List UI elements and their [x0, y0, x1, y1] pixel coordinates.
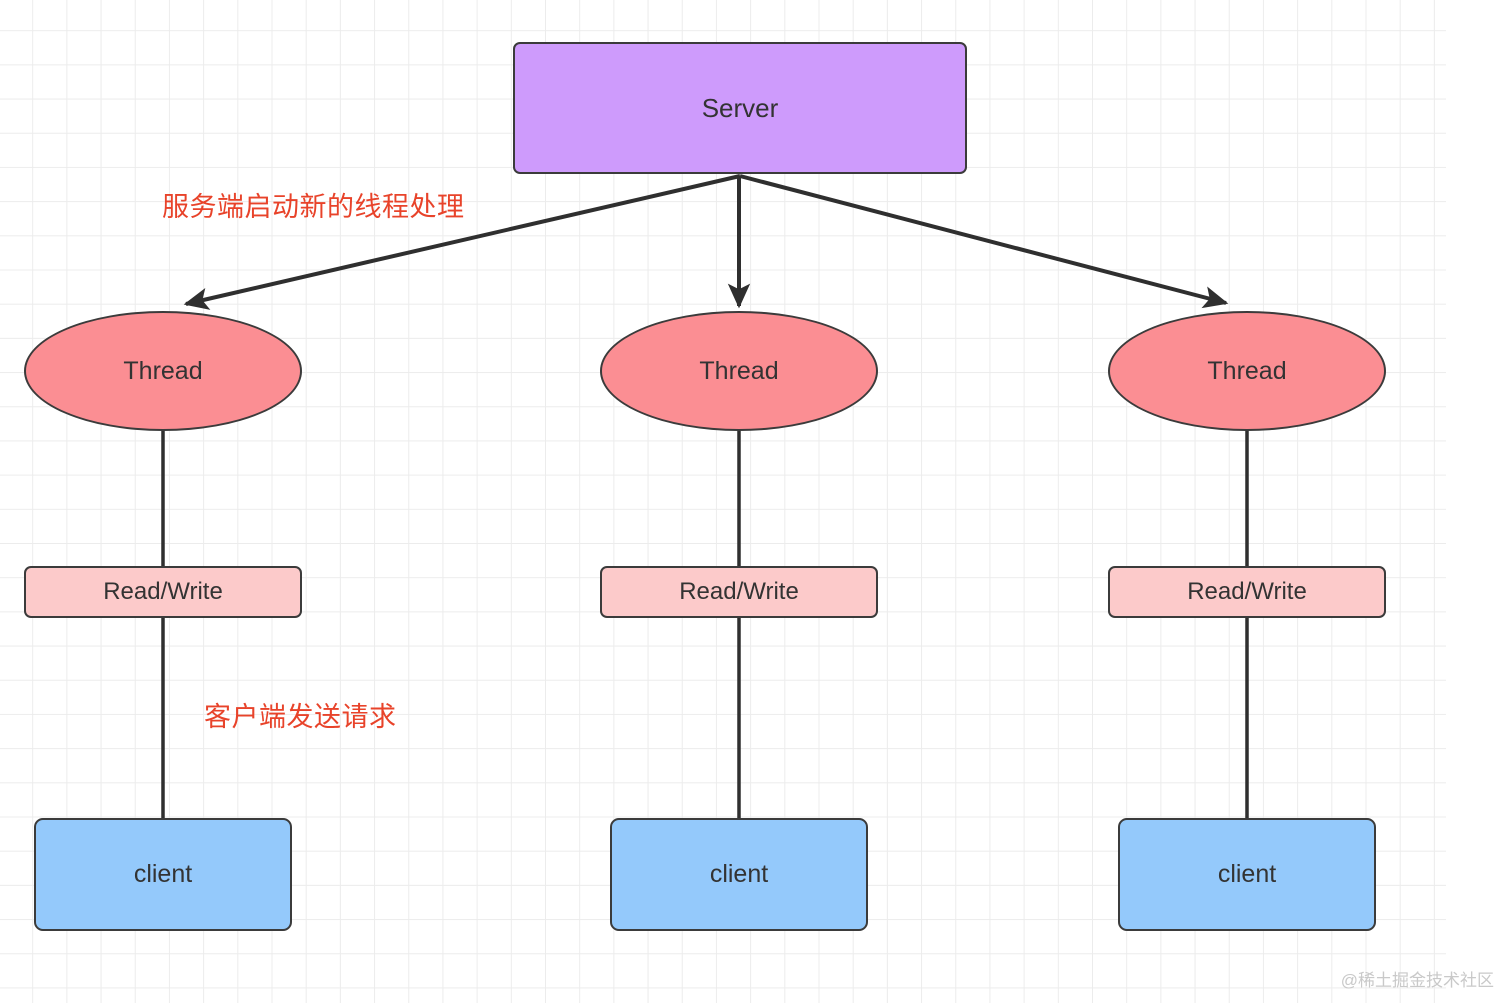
- annotation-server-spawns-thread: 服务端启动新的线程处理: [162, 192, 465, 222]
- edge-server-to-thread-right: [739, 174, 1229, 309]
- annotation-client-sends-request: 客户端发送请求: [204, 702, 397, 732]
- node-thread-label: Thread: [699, 356, 779, 385]
- node-client-label: client: [709, 860, 769, 888]
- node-readwrite-right[interactable]: Read/Write: [1108, 566, 1386, 618]
- node-client-label: client: [1217, 860, 1277, 888]
- node-readwrite-label: Read/Write: [679, 578, 799, 605]
- node-client-left[interactable]: client: [34, 818, 292, 931]
- node-readwrite-label: Read/Write: [1187, 578, 1307, 605]
- node-thread-left[interactable]: Thread: [24, 311, 302, 431]
- edge-server-to-thread-left: [183, 174, 741, 310]
- node-client-middle[interactable]: client: [610, 818, 868, 931]
- node-server[interactable]: Server: [513, 42, 967, 174]
- node-server-label: Server: [701, 92, 779, 123]
- node-thread-label: Thread: [123, 356, 203, 385]
- node-client-right[interactable]: client: [1118, 818, 1376, 931]
- node-readwrite-middle[interactable]: Read/Write: [600, 566, 878, 618]
- node-client-label: client: [133, 860, 193, 888]
- node-readwrite-label: Read/Write: [103, 578, 223, 605]
- watermark: @稀土掘金技术社区: [1340, 971, 1494, 990]
- node-readwrite-left[interactable]: Read/Write: [24, 566, 302, 618]
- node-thread-right[interactable]: Thread: [1108, 311, 1386, 431]
- node-thread-middle[interactable]: Thread: [600, 311, 878, 431]
- node-thread-label: Thread: [1207, 356, 1287, 385]
